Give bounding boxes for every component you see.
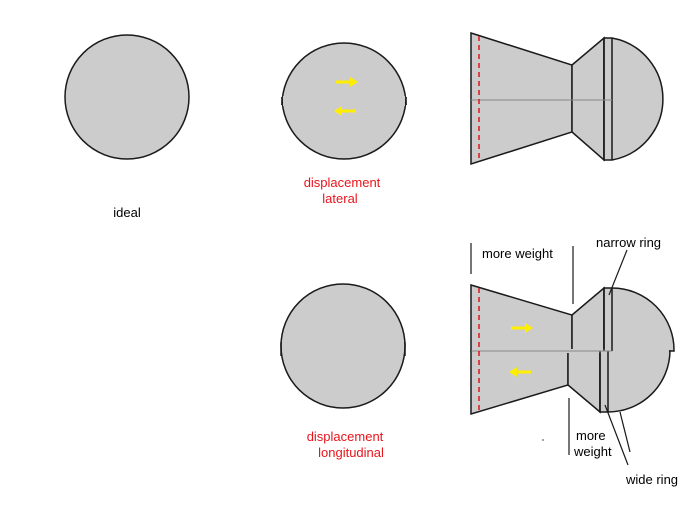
longitudinal-displacement-cross-section	[280, 283, 406, 409]
narrow-ring-pointer	[608, 249, 628, 296]
label-more-weight-bottom-line1: more	[576, 428, 606, 443]
label-lateral-line2: lateral	[322, 191, 358, 206]
wide-ring-pointer	[604, 404, 629, 466]
arrow-right-icon	[336, 77, 358, 87]
wide-ring-pointer-secondary	[619, 411, 631, 453]
ideal-pellet-cross-section	[64, 34, 190, 160]
label-narrow-ring: narrow ring	[596, 235, 661, 250]
label-lateral-line1: displacement	[304, 175, 381, 190]
label-longitudinal-line1: displacement	[307, 429, 384, 444]
label-more-weight-bottom-line2: weight	[573, 444, 612, 459]
arrow-left-icon	[509, 367, 531, 377]
pellet-side-view-top	[470, 31, 664, 166]
label-more-weight-top: more weight	[482, 246, 553, 261]
arrow-left-icon	[334, 106, 356, 116]
label-wide-ring: wide ring	[625, 472, 678, 487]
label-longitudinal-line2: longitudinal	[318, 445, 384, 460]
lateral-displacement-cross-section	[281, 42, 407, 160]
pellet-side-view-bottom	[470, 283, 675, 416]
stray-dot	[542, 439, 544, 441]
arrow-right-icon	[511, 323, 533, 333]
label-ideal: ideal	[113, 205, 141, 220]
